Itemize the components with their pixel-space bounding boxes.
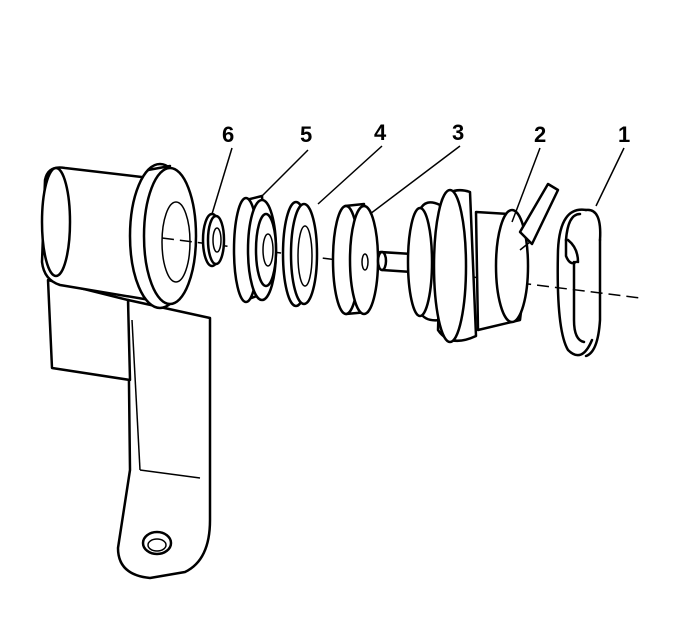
leader-lines xyxy=(211,145,625,223)
callout-3: 3 xyxy=(452,120,464,145)
part-1-retaining-clip xyxy=(556,208,602,358)
callout-5: 5 xyxy=(300,122,312,147)
part-5-bushing xyxy=(232,194,278,304)
callout-2: 2 xyxy=(534,122,546,147)
callout-1: 1 xyxy=(618,122,630,147)
part-3-disc xyxy=(331,202,380,316)
part-6-ring xyxy=(201,212,226,268)
callout-6: 6 xyxy=(222,122,234,147)
mounting-bracket xyxy=(40,162,212,580)
part-4-washer xyxy=(281,200,319,308)
part-2-actuator xyxy=(376,182,560,344)
callout-4: 4 xyxy=(374,120,387,145)
